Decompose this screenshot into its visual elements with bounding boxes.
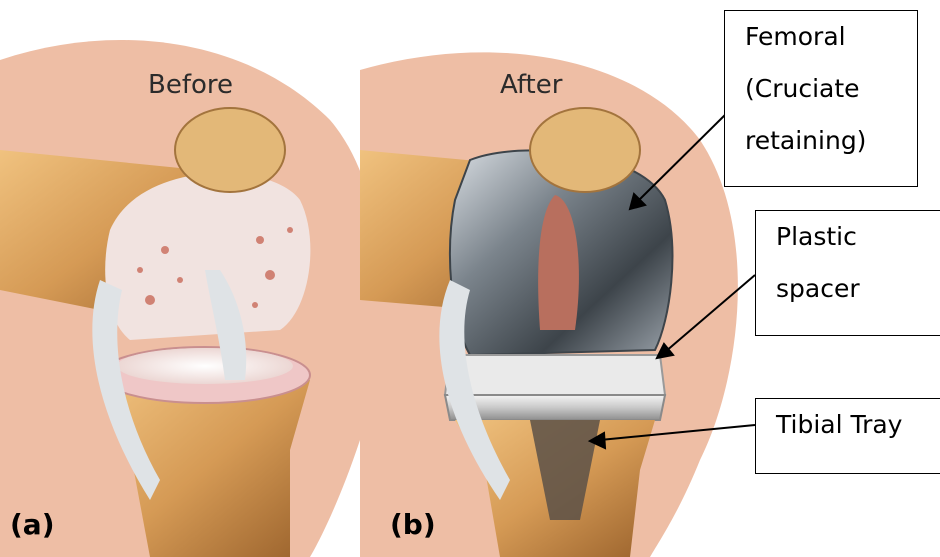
patella-a [175, 108, 285, 192]
tibial-tray-callout: Tibial Tray [755, 398, 940, 474]
before-heading: Before [148, 70, 233, 100]
meniscus-a [117, 348, 293, 384]
before-knee [0, 40, 382, 557]
panel-label-b: (b) [390, 508, 436, 541]
after-heading: After [500, 70, 562, 100]
panel-label-a: (a) [10, 508, 55, 541]
femur-end-a [105, 173, 310, 340]
femoral-callout: Femoral (Cruciate retaining) [724, 10, 918, 187]
plastic-spacer-callout: Plastic spacer [755, 210, 940, 336]
after-knee [360, 52, 738, 557]
plastic-spacer-shape [445, 355, 665, 395]
patella-b [530, 108, 640, 192]
